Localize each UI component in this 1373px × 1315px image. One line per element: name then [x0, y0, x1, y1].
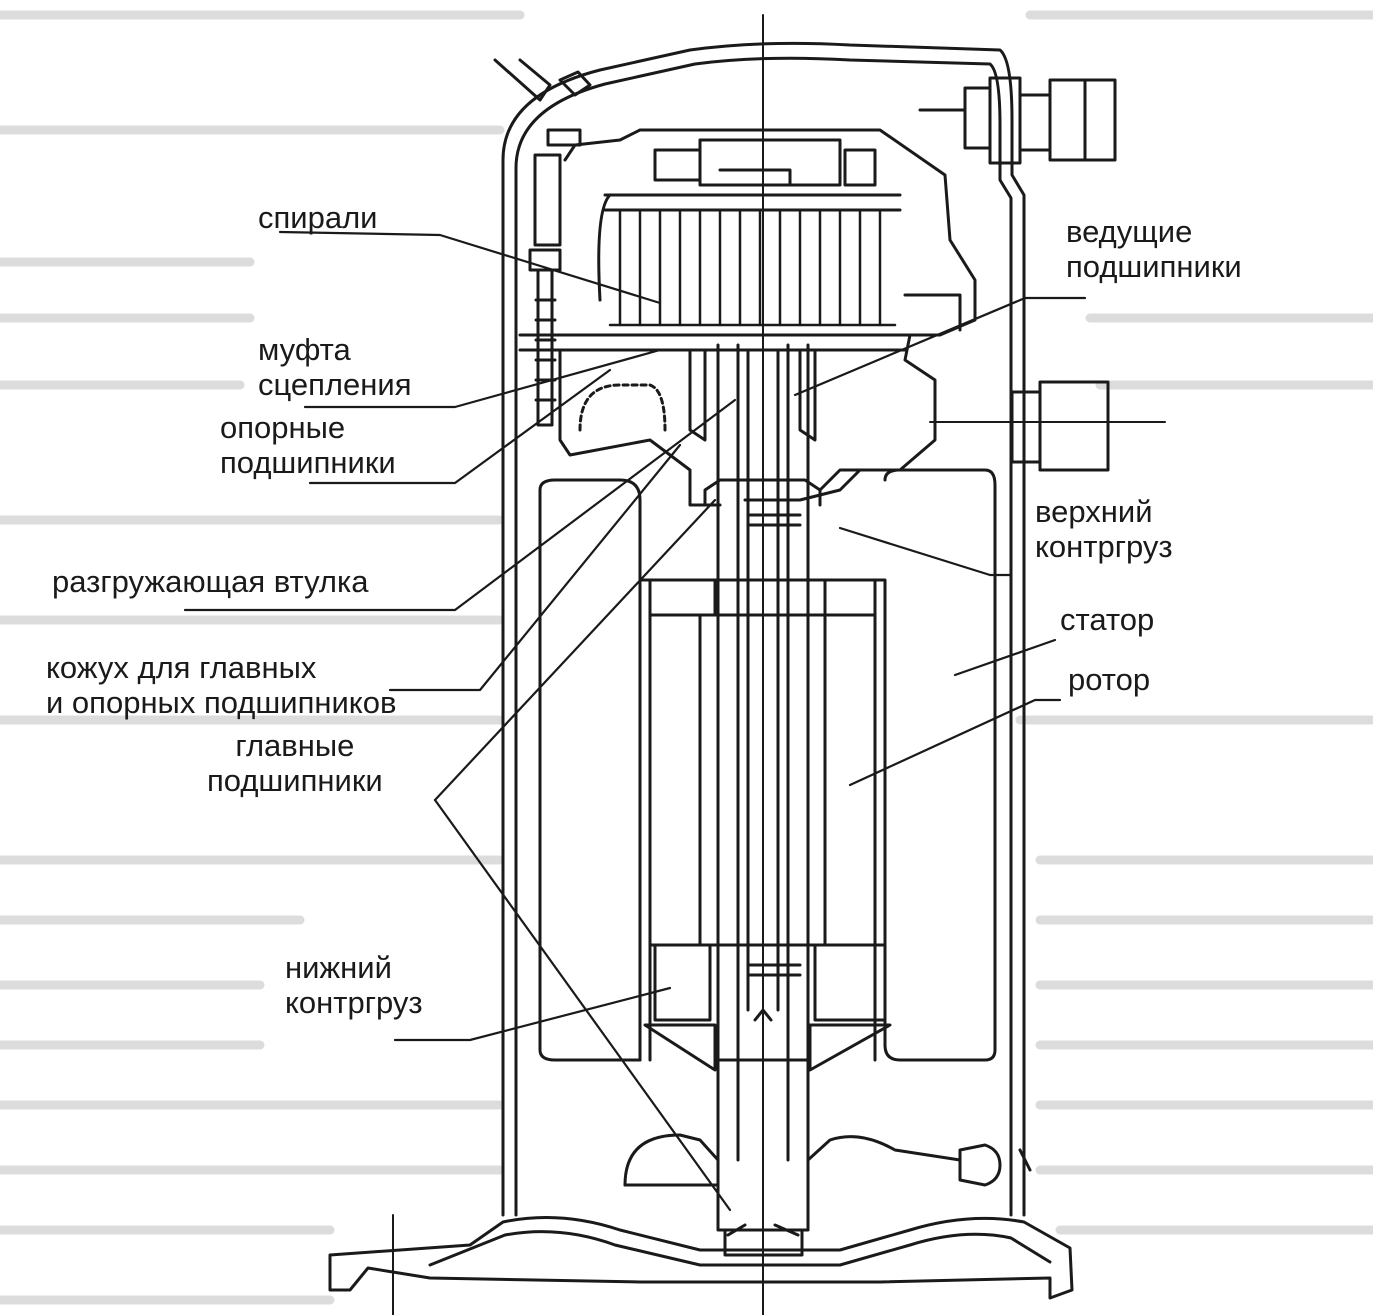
leader-housing: [388, 443, 682, 692]
lower-counterweight-block: [643, 943, 892, 1072]
label-relief-sleeve: разгружающая втулка: [52, 564, 369, 599]
label-coupling-line1: муфта: [258, 332, 351, 367]
label-support-bearings: опорные подшипники: [220, 410, 396, 480]
leader-main-bearings-2: [433, 798, 732, 1212]
leader-drive-bearings: [793, 296, 1087, 397]
leader-spirals: [278, 230, 662, 305]
label-support-bearings-line2: подшипники: [220, 445, 396, 480]
background-text-lines: [0, 10, 1373, 1305]
stator-block: [538, 468, 997, 1062]
label-lower-counterweight-line2: контргруз: [285, 985, 423, 1020]
label-upper-counterweight-line1: верхний: [1035, 494, 1153, 529]
leader-coupling: [303, 348, 662, 409]
leader-support-bearings: [308, 368, 612, 485]
leader-stator: [953, 638, 1057, 677]
label-drive-bearings-line1: ведущие: [1066, 214, 1193, 249]
label-coupling: муфта сцепления: [258, 332, 412, 402]
leader-rotor: [848, 698, 1062, 787]
label-upper-counterweight: верхний контргруз: [1035, 494, 1173, 564]
label-drive-bearings: ведущие подшипники: [1066, 214, 1242, 284]
leader-lower-counterweight: [393, 986, 672, 1042]
base-plate: [328, 1216, 1074, 1300]
leader-relief-sleeve: [183, 398, 737, 612]
crankshaft: [703, 343, 822, 1162]
label-main-bearings: главные подшипники: [207, 728, 383, 798]
label-spirals: спирали: [258, 200, 378, 235]
label-stator: статор: [1060, 602, 1155, 637]
label-drive-bearings-line2: подшипники: [1066, 249, 1242, 284]
label-housing-line2: и опорных подшипников: [46, 685, 397, 720]
label-rotor: ротор: [1068, 662, 1151, 697]
label-main-bearings-line2: подшипники: [207, 763, 383, 798]
label-lower-counterweight: нижний контргруз: [285, 950, 423, 1020]
label-housing: кожух для главных и опорных подшипников: [46, 650, 396, 720]
scroll-vanes: [608, 208, 897, 327]
mounting-tab: [493, 58, 592, 102]
leader-main-bearings: [433, 498, 717, 802]
suction-fitting: [929, 380, 1166, 472]
rotor-block: [648, 613, 877, 947]
scroll-housing: [518, 128, 977, 502]
label-coupling-line2: сцепления: [258, 367, 412, 402]
leader-lines: [183, 230, 1087, 1212]
leader-upper-counterweight: [838, 526, 1012, 577]
label-lower-counterweight-line1: нижний: [285, 950, 392, 985]
label-upper-counterweight-line2: контргруз: [1035, 529, 1173, 564]
lower-bearing: [623, 1058, 1032, 1257]
discharge-fitting: [918, 76, 1117, 165]
coupling-block: [558, 348, 817, 507]
bolt: [528, 248, 562, 427]
label-main-bearings-line1: главные: [235, 728, 355, 763]
label-housing-line1: кожух для главных: [46, 650, 317, 685]
label-support-bearings-line1: опорные: [220, 410, 346, 445]
